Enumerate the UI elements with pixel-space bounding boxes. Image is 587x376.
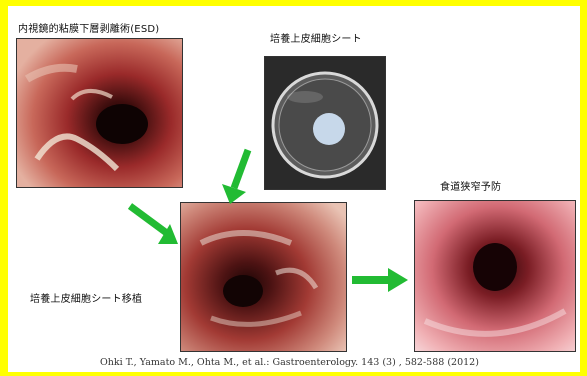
arrow-down-icon (222, 150, 248, 204)
citation: Ohki T., Yamato M., Ohta M., et al.: Gas… (100, 357, 479, 368)
arrow-diagonal-icon (130, 206, 178, 244)
slide-canvas: 内視鏡的粘膜下層剥離術(ESD) 培養上皮細胞シート 食道狭窄予防 培養上皮細胞… (8, 6, 580, 372)
arrow-right-icon (352, 268, 408, 292)
arrows-layer (8, 6, 580, 372)
